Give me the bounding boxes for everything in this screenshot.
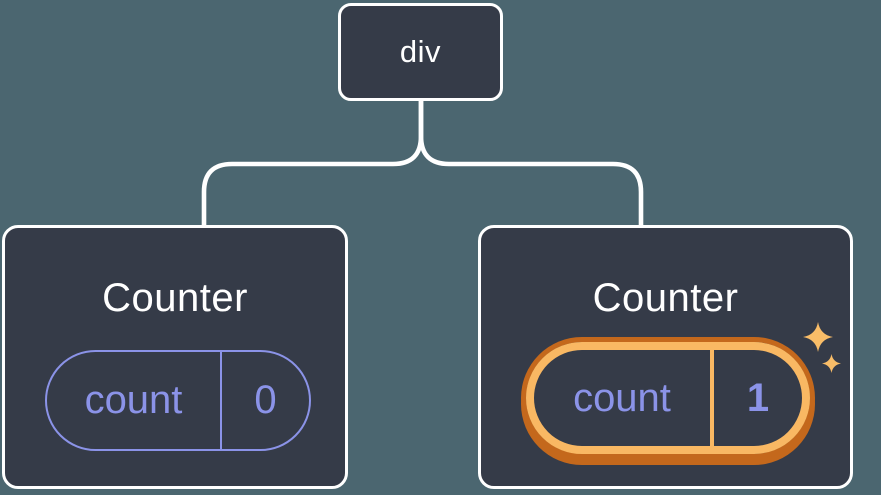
counter-title: Counter [102,276,248,320]
connector-left-branch [201,101,424,226]
state-key-label: count [84,378,183,422]
pill-divider [220,352,222,449]
state-value: 1 [746,375,770,420]
pill-divider [710,350,714,446]
tree-root-node: div [338,3,503,101]
state-pill-highlighted: count 1 [526,342,810,454]
connector-right-branch [418,101,644,226]
state-key-label: count [573,375,671,420]
sparkles-icon [822,354,841,373]
counter-title: Counter [592,276,739,320]
sparkle-large-star [803,322,833,352]
root-node-label: div [399,34,442,69]
counter-node-left: Counter count 0 [2,225,348,489]
state-value: 0 [254,378,277,422]
sparkles-icon [803,322,833,352]
state-pill: count 0 [45,350,311,451]
counter-node-right: Counter count 1 [478,225,853,489]
sparkle-small-star [822,354,841,373]
